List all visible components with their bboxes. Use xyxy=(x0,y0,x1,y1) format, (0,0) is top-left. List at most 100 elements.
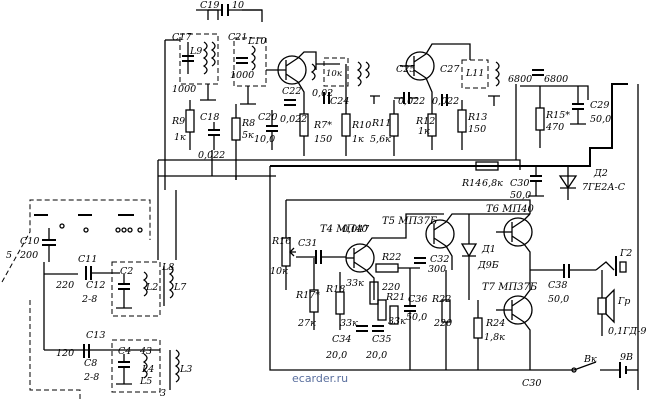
capacitor-c2 xyxy=(116,274,132,309)
c22-label: C22 xyxy=(282,86,301,97)
c12-label: C12 xyxy=(86,280,105,291)
resistor-r21 xyxy=(377,299,387,321)
c17-value: 1000 xyxy=(172,84,196,95)
c12-value: 2-8 xyxy=(81,294,97,305)
inductor-t1-load xyxy=(310,63,316,81)
r11-value: 5,6к xyxy=(370,134,391,145)
resistor-r24 xyxy=(473,300,483,370)
resistor-r19 xyxy=(389,305,399,325)
c20-label: C20 xyxy=(258,112,277,123)
r21-label: R21 xyxy=(385,292,405,303)
r12-value: 1к xyxy=(418,126,430,137)
c4-value: 43 xyxy=(139,346,152,357)
l8-label: L8 xyxy=(161,262,174,273)
r10-value: 1к xyxy=(352,134,364,145)
capacitor-c35 xyxy=(372,325,384,332)
r7-label: R7* xyxy=(313,120,332,131)
capacitor-c29 xyxy=(570,86,586,125)
band-switch xyxy=(34,214,143,233)
r8-label: R8 xyxy=(241,118,255,129)
capacitor-c22 xyxy=(284,99,296,106)
resistor-r11 xyxy=(389,100,399,156)
resistor-r13 xyxy=(457,100,467,150)
transistor-t4 xyxy=(345,243,375,273)
c25-value: 0,022 xyxy=(398,96,425,107)
l2-shield xyxy=(111,261,161,317)
t7-label: T7 МП37Б xyxy=(482,282,538,293)
diode-d1 xyxy=(460,214,478,300)
resistor-r12 xyxy=(427,104,437,150)
capacitor-c31 xyxy=(296,250,346,264)
r22-label: R22 xyxy=(381,252,401,263)
speaker-label: Гр xyxy=(617,296,630,307)
s3-label: 3 xyxy=(160,388,166,399)
resistor-r9 xyxy=(185,100,195,150)
r22b-label: R22 xyxy=(431,294,451,305)
c34-value: 20,0 xyxy=(325,350,347,361)
capacitor-c25 xyxy=(394,92,418,104)
l3-label: L3 xyxy=(179,364,192,375)
speaker-model: 0,1ГД-9 xyxy=(608,326,646,337)
c34-label: C34 xyxy=(332,334,351,345)
r18-label: R18 xyxy=(325,284,345,295)
ind1-value: 10к xyxy=(326,69,343,79)
speaker-icon xyxy=(597,270,615,336)
s5-label: 5 xyxy=(6,250,12,261)
l5-label: L5 xyxy=(139,376,152,387)
l11-shield xyxy=(461,59,489,89)
d1-label: Д1 xyxy=(481,244,496,255)
battery-voltage: 9В xyxy=(620,352,633,363)
resistor-r17 xyxy=(309,258,319,330)
capacitor-c4 xyxy=(116,354,132,385)
r11-label: R11 xyxy=(371,118,391,129)
resistor-r22 xyxy=(375,263,420,273)
r14-label: R14 xyxy=(461,178,481,189)
capacitor-c11 xyxy=(85,266,120,280)
transistor-t7 xyxy=(496,295,533,325)
l10-shield xyxy=(233,37,267,87)
capacitor-c32 xyxy=(414,257,426,264)
c25-label: C25 xyxy=(396,64,415,75)
inductor-l9 xyxy=(202,41,208,75)
l10-label: L10 xyxy=(247,36,266,47)
r18-value: 33к xyxy=(340,318,358,329)
c35-label: C35 xyxy=(372,334,391,345)
c4-label: C4 xyxy=(118,346,131,357)
capacitor-c18 xyxy=(208,122,220,150)
c35-value: 20,0 xyxy=(365,350,387,361)
capacitor-c13 xyxy=(83,344,90,358)
t4-label: T4 МП40 xyxy=(320,224,369,235)
resistor-r15 xyxy=(535,86,545,148)
r22b-value: 220 xyxy=(433,318,452,329)
r16-label: R16 xyxy=(271,236,291,247)
r16-value: 10к xyxy=(270,266,288,277)
resistor-r8 xyxy=(231,104,241,180)
capacitor-c26 xyxy=(532,69,544,76)
c36-label: C36 xyxy=(408,294,427,305)
battery-icon xyxy=(600,362,638,378)
c22-value: 0,022 xyxy=(280,114,307,125)
resistor-r10 xyxy=(341,64,351,156)
watermark: ecarder.ru xyxy=(292,372,348,385)
c32-value: 300 xyxy=(428,264,446,275)
c20-value: 10,0 xyxy=(254,134,275,145)
c10-value: 200 xyxy=(19,250,38,261)
l9-shield xyxy=(179,33,219,85)
r15-label: R15* xyxy=(545,110,570,121)
inductor-l10 xyxy=(250,45,256,71)
c21-value: 1000 xyxy=(230,70,254,81)
power-switch xyxy=(560,361,597,373)
c38-label: C38 xyxy=(548,280,567,291)
r14-value: 6,8к xyxy=(482,178,503,189)
g2-label: Г2 xyxy=(619,248,632,259)
resistor-r14 xyxy=(475,161,499,171)
l7-label: L7 xyxy=(173,282,187,293)
resistor-r18 xyxy=(335,272,345,330)
inductor-l7 xyxy=(168,265,174,299)
inductor-l4 xyxy=(142,353,148,379)
capacitor-c38 xyxy=(560,264,596,278)
inductor-l2 xyxy=(142,271,148,297)
c11-value: 220 xyxy=(55,280,74,291)
c26-value: 6800 xyxy=(508,74,532,85)
